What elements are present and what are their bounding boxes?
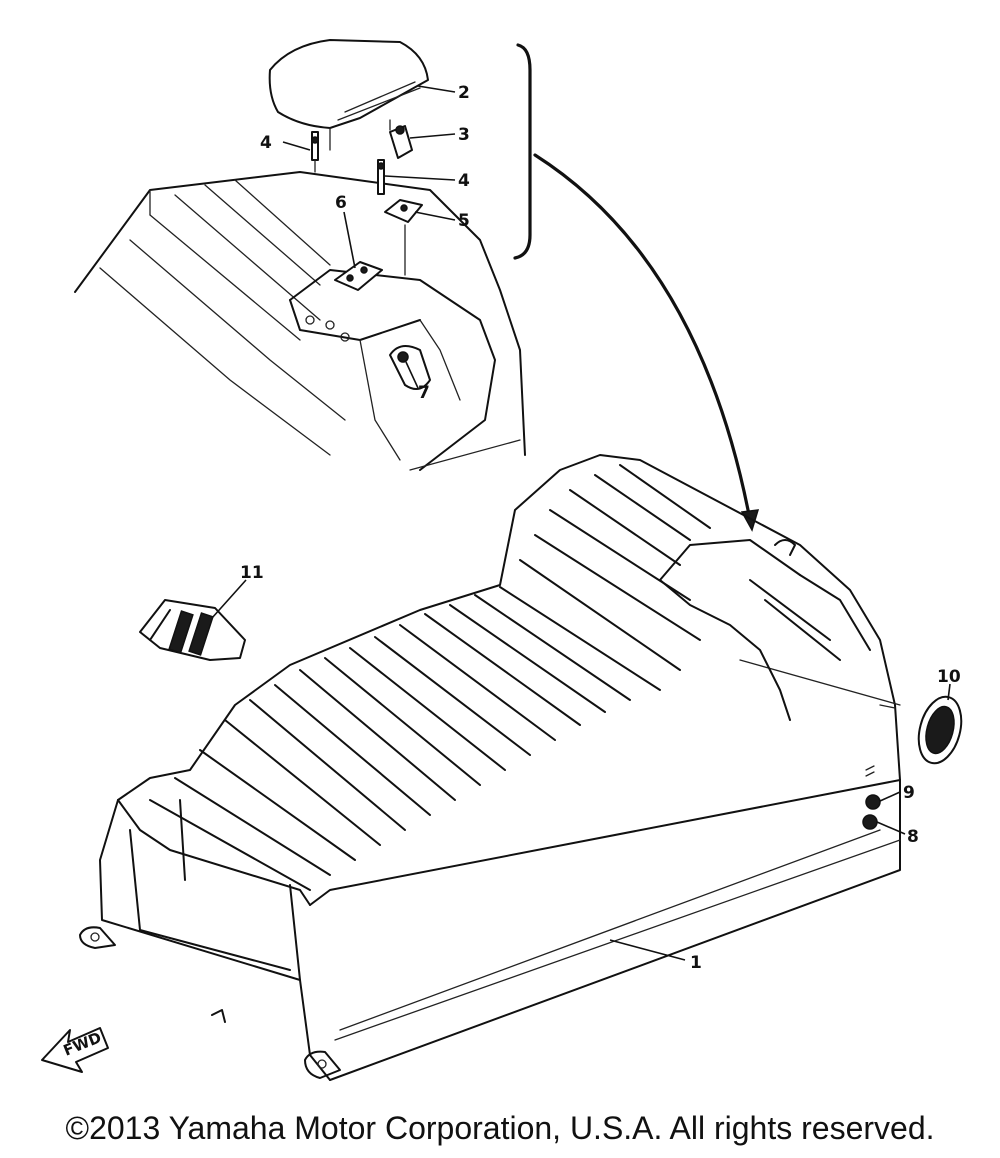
callout-3: 3 [458, 125, 470, 145]
callout-1: 1 [690, 953, 702, 973]
callout-7: 7 [418, 383, 430, 403]
detail-inset [74, 39, 526, 471]
inset-bracket [513, 43, 760, 532]
callout-9: 9 [903, 783, 915, 803]
callout-6: 6 [335, 193, 347, 213]
part-11-pouch [139, 599, 246, 661]
fwd-arrow: FWD [41, 1027, 109, 1073]
part-10-grommet [917, 695, 963, 765]
seat-parts-diagram: FWD 2 3 4 4 5 6 7 1 9 8 10 11 [41, 39, 963, 1081]
callout-2: 2 [458, 83, 470, 103]
callout-4b: 4 [458, 171, 470, 191]
callout-4a: 4 [260, 133, 272, 153]
callout-10: 10 [937, 667, 961, 687]
callout-leaders [211, 85, 951, 961]
main-seat [79, 454, 901, 1081]
callout-11: 11 [240, 563, 264, 583]
parts-8-9-washers [862, 794, 881, 830]
copyright-notice: ©2013 Yamaha Motor Corporation, U.S.A. A… [65, 1110, 935, 1146]
callout-5: 5 [458, 211, 470, 231]
callout-numbers: 2 3 4 4 5 6 7 1 9 8 10 11 [240, 83, 961, 973]
callout-8: 8 [907, 827, 919, 847]
